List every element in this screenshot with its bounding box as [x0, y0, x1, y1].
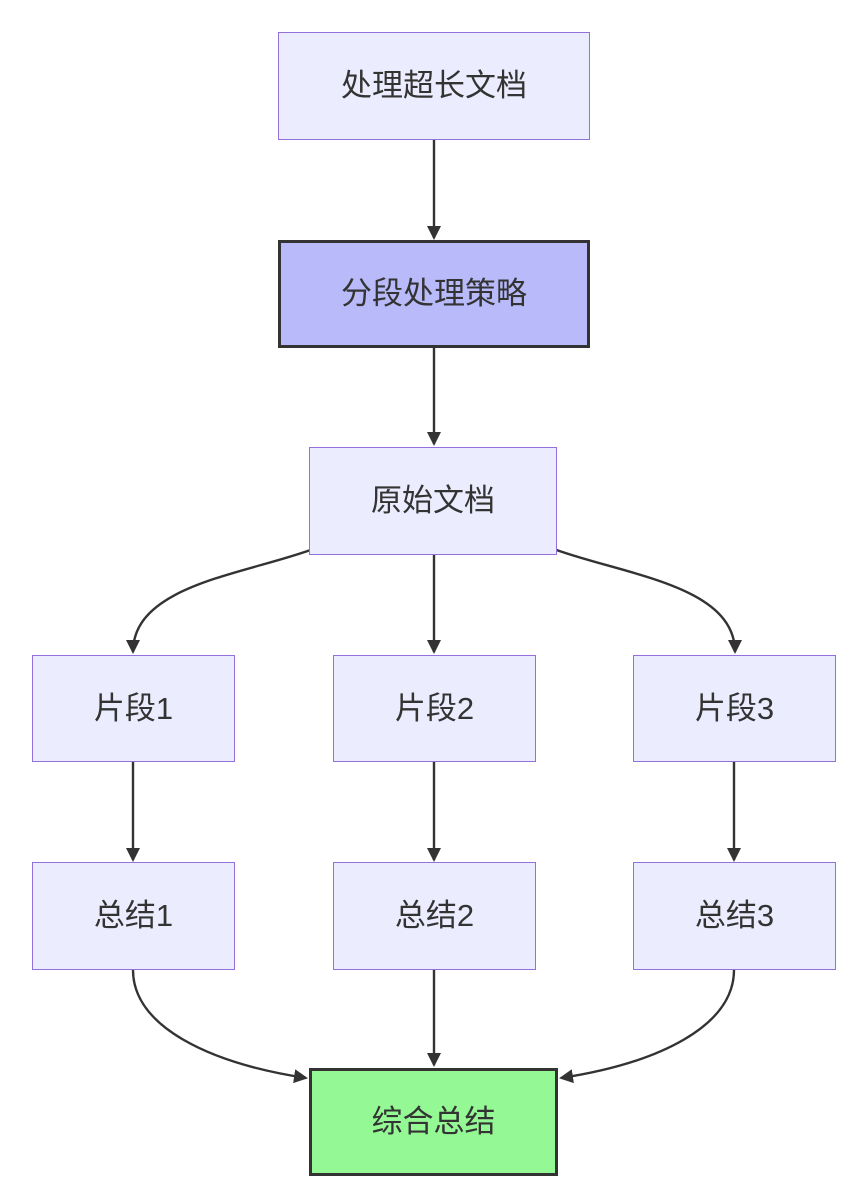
node-label: 总结1 — [93, 898, 174, 934]
edge-e1-f — [131, 969, 308, 1084]
node-label: 综合总结 — [371, 1104, 496, 1140]
node-segmented-processing-strategy: 分段处理策略 — [278, 240, 590, 348]
node-summary-2: 总结2 — [333, 862, 536, 970]
node-fragment-1: 片段1 — [32, 655, 235, 762]
node-original-document: 原始文档 — [309, 447, 557, 555]
edge-e3-f — [559, 969, 736, 1084]
node-label: 处理超长文档 — [341, 68, 527, 104]
node-fragment-3: 片段3 — [633, 655, 836, 762]
node-fragment-2: 片段2 — [333, 655, 536, 762]
node-label: 片段3 — [694, 690, 775, 726]
node-label: 片段2 — [394, 690, 475, 726]
node-summary-3: 总结3 — [633, 862, 836, 970]
node-label: 总结2 — [394, 898, 475, 934]
node-summary-1: 总结1 — [32, 862, 235, 970]
edge-c-d3 — [550, 546, 742, 654]
node-label: 原始文档 — [371, 483, 495, 519]
node-label: 分段处理策略 — [341, 276, 527, 312]
node-process-long-document: 处理超长文档 — [278, 32, 590, 140]
node-label: 总结3 — [694, 898, 775, 934]
node-label: 片段1 — [93, 690, 174, 726]
node-combined-summary: 综合总结 — [309, 1068, 558, 1176]
edge-c-d1 — [126, 546, 317, 654]
